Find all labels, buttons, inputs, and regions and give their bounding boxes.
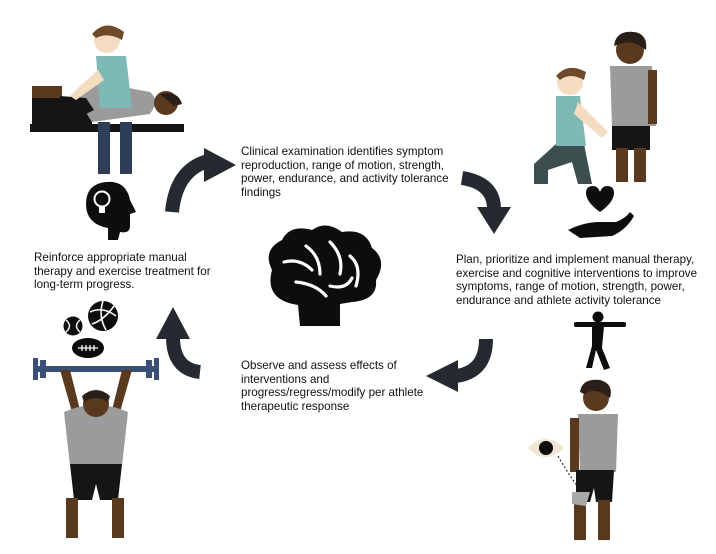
- sports-balls-icon: [63, 300, 118, 358]
- step-reinforce-text: Reinforce appropriate manual therapy and…: [34, 251, 211, 292]
- balance-figure-icon: [574, 311, 626, 370]
- cycle-arrow-top-left: [165, 148, 236, 213]
- cycle-arrow-top-right: [460, 171, 511, 234]
- brain-icon: [268, 225, 382, 326]
- standing-figure-illustration: [570, 379, 618, 540]
- kneeling-athlete-illustration: [534, 31, 657, 184]
- eye-icon: [528, 439, 587, 497]
- step-observe-text: Observe and assess effects of interventi…: [241, 359, 424, 413]
- cycle-arrow-bottom-right: [426, 338, 493, 392]
- heart-hand-icon: [568, 186, 634, 238]
- therapist-table-illustration: [30, 25, 184, 174]
- head-lightbulb-icon: [86, 181, 136, 240]
- overhead-press-illustration: [33, 358, 159, 538]
- cycle-arrow-bottom-left: [156, 307, 202, 379]
- step-plan-text: Plan, prioritize and implement manual th…: [456, 253, 698, 307]
- step-examination-text: Clinical examination identifies symptom …: [241, 145, 449, 199]
